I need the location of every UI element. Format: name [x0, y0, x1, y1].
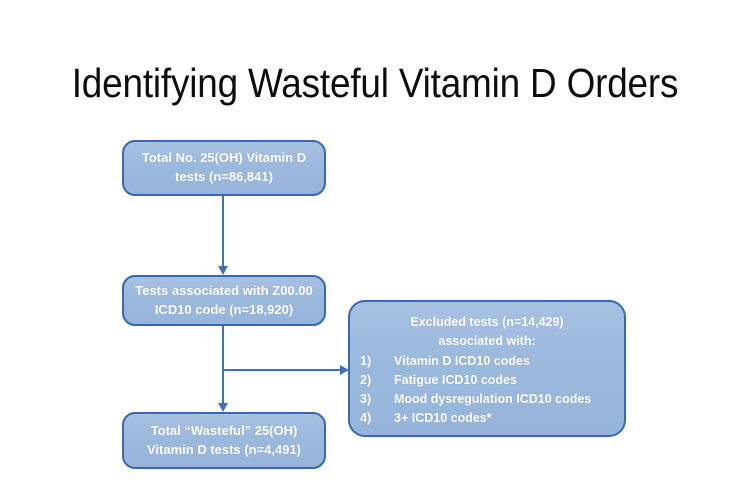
- flow-node-total-tests[interactable]: Total No. 25(OH) Vitamin D tests (n=86,8…: [122, 140, 326, 196]
- connector-z0000-to-wasteful-arrowhead-icon: [218, 403, 228, 412]
- connector-total-to-z0000-arrowhead-icon: [218, 266, 228, 275]
- excluded-heading-line2: associated with:: [438, 334, 536, 348]
- flow-node-wasteful-tests-line1: Total “Wasteful” 25(OH): [150, 422, 298, 438]
- flow-node-z0000-tests-line2: ICD10 code (n=18,920): [154, 301, 294, 317]
- excluded-heading-line1: Excluded tests (n=14,429): [410, 315, 564, 329]
- list-item-label: Mood dysregulation ICD10 codes: [394, 392, 592, 406]
- list-item-number: 1): [360, 354, 372, 368]
- list-item-number: 4): [360, 411, 372, 425]
- list-item-label: Fatigue ICD10 codes: [394, 373, 517, 387]
- flow-node-z0000-tests[interactable]: Tests associated with Z00.00 ICD10 code …: [122, 275, 326, 326]
- connector-z0000-to-excluded-arrowhead-icon: [340, 365, 349, 375]
- list-item-number: 2): [360, 373, 372, 387]
- page-title: Identifying Wasteful Vitamin D Orders: [71, 60, 679, 106]
- list-item: 2) Fatigue ICD10 codes: [358, 371, 616, 390]
- flow-node-excluded-tests[interactable]: Excluded tests (n=14,429) associated wit…: [348, 300, 626, 437]
- flow-node-total-tests-line1: Total No. 25(OH) Vitamin D: [141, 150, 307, 166]
- list-item-label: 3+ ICD10 codes*: [394, 411, 492, 425]
- list-item: 3) Mood dysregulation ICD10 codes: [358, 390, 616, 409]
- flow-node-wasteful-tests[interactable]: Total “Wasteful” 25(OH) Vitamin D tests …: [122, 412, 326, 469]
- flow-node-wasteful-tests-line2: Vitamin D tests (n=4,491): [146, 441, 301, 457]
- excluded-criteria-list: 1) Vitamin D ICD10 codes 2) Fatigue ICD1…: [358, 352, 616, 428]
- list-item: 4) 3+ ICD10 codes*: [358, 409, 616, 428]
- list-item-label: Vitamin D ICD10 codes: [394, 354, 530, 368]
- list-item-number: 3): [360, 392, 372, 406]
- connector-total-to-z0000-line: [222, 196, 224, 267]
- connector-z0000-to-excluded-line: [223, 369, 341, 371]
- flow-node-total-tests-line2: tests (n=86,841): [175, 169, 273, 184]
- list-item: 1) Vitamin D ICD10 codes: [358, 352, 616, 371]
- connector-z0000-to-wasteful-line: [222, 326, 224, 404]
- flow-node-z0000-tests-line1: Tests associated with Z00.00: [135, 282, 313, 298]
